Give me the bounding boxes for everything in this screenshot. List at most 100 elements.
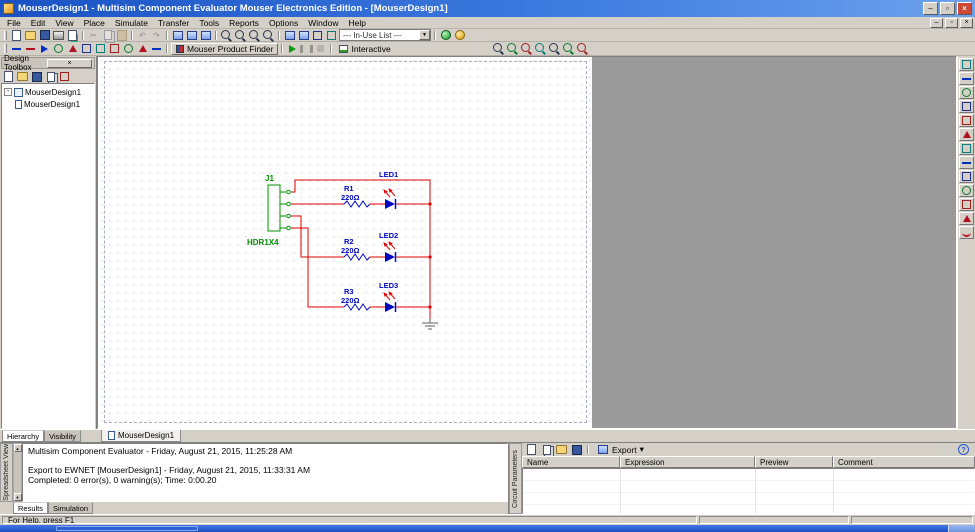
place-ttl-icon[interactable] (80, 43, 93, 55)
parameters-grid[interactable] (522, 468, 975, 514)
led3-label[interactable]: LED3 (379, 281, 398, 290)
new-file-icon[interactable] (10, 29, 23, 41)
print-icon[interactable] (52, 29, 65, 41)
probe-settings-icon[interactable] (576, 43, 589, 55)
r2-ref-label[interactable]: R2 (344, 237, 354, 246)
menu-place[interactable]: Place (79, 17, 110, 29)
export-button[interactable]: Export ▾ (593, 444, 647, 456)
instrument-four-channel-oscilloscope-icon[interactable] (959, 114, 974, 127)
cut-icon[interactable]: ✂ (87, 29, 100, 41)
probe-power-icon[interactable] (520, 43, 533, 55)
led1-label[interactable]: LED1 (379, 170, 398, 179)
tab-visibility[interactable]: Visibility (44, 430, 81, 442)
undo-icon[interactable]: ↶ (136, 29, 149, 41)
instrument-frequency-counter-icon[interactable] (959, 142, 974, 155)
toolbox-save-icon[interactable] (30, 71, 43, 83)
resistor-r2[interactable]: R2 220Ω (341, 237, 370, 260)
scroll-down-icon[interactable]: ▼ (14, 493, 22, 501)
tab-results[interactable]: Results (13, 502, 48, 514)
place-basic-icon[interactable] (24, 43, 37, 55)
scroll-up-icon[interactable]: ▲ (14, 444, 22, 452)
probe-ac-icon[interactable] (562, 43, 575, 55)
circuit-parameters-tab[interactable]: Circuit Parameters (509, 443, 522, 514)
place-diode-icon[interactable] (38, 43, 51, 55)
log-scrollbar[interactable]: ▲ ▼ (13, 443, 22, 502)
r1-ref-label[interactable]: R1 (344, 184, 354, 193)
help-topics-icon[interactable] (439, 29, 452, 41)
toggle-design-toolbox-icon[interactable] (171, 29, 184, 41)
save-parameters-icon[interactable] (570, 444, 583, 456)
menu-view[interactable]: View (50, 17, 78, 29)
wire-top-rail[interactable] (291, 180, 430, 319)
instrument-wattmeter-icon[interactable] (959, 86, 974, 99)
import-parameters-icon[interactable] (555, 444, 568, 456)
minimize-button[interactable]: – (923, 2, 938, 15)
menu-transfer[interactable]: Transfer (153, 17, 194, 29)
toggle-spreadsheet-view-icon[interactable] (185, 29, 198, 41)
menu-tools[interactable]: Tools (194, 17, 224, 29)
resistor-r1[interactable]: R1 220Ω (341, 184, 370, 207)
pause-simulation-icon[interactable] (300, 43, 313, 55)
menu-window[interactable]: Window (303, 17, 343, 29)
wire-branch-3[interactable] (291, 228, 430, 307)
taskbar-app-button[interactable] (56, 526, 198, 531)
place-cmos-icon[interactable] (94, 43, 107, 55)
design-toolbox-close-icon[interactable]: × (47, 59, 92, 68)
instrument-logic-converter-icon[interactable] (959, 184, 974, 197)
zoom-fit-icon[interactable] (262, 29, 275, 41)
led2-label[interactable]: LED2 (379, 231, 398, 240)
toolbox-new-icon[interactable] (2, 71, 15, 83)
wire-branch-2[interactable] (291, 216, 430, 257)
component-wizard-icon[interactable] (453, 29, 466, 41)
open-file-icon[interactable] (24, 29, 37, 41)
place-misc-digital-icon[interactable] (108, 43, 121, 55)
place-mixed-icon[interactable] (122, 43, 135, 55)
place-indicator-icon[interactable] (136, 43, 149, 55)
r3-value-label[interactable]: 220Ω (341, 296, 360, 305)
interactive-analysis-button[interactable]: Interactive (335, 44, 394, 54)
toolbox-copy-icon[interactable] (44, 71, 57, 83)
place-connector-icon[interactable] (150, 43, 163, 55)
place-transistor-icon[interactable] (52, 43, 65, 55)
redo-icon[interactable]: ↷ (150, 29, 163, 41)
combo-dropdown-icon[interactable]: ▼ (419, 30, 430, 40)
show-border-icon[interactable] (297, 29, 310, 41)
column-name[interactable]: Name (522, 456, 620, 468)
zoom-out-icon[interactable] (234, 29, 247, 41)
mouser-product-finder-button[interactable]: Mouser Product Finder (171, 43, 278, 55)
tab-hierarchy[interactable]: Hierarchy (2, 430, 44, 442)
spreadsheet-view-tab[interactable]: Spreadsheet View (0, 443, 13, 502)
toolbox-close-project-icon[interactable] (58, 71, 71, 83)
export-dropdown-icon[interactable]: ▾ (640, 444, 644, 455)
instrument-function-generator-icon[interactable] (959, 72, 974, 85)
connector-j1[interactable]: J1 HDR1X4 (247, 174, 290, 247)
add-parameter-icon[interactable] (525, 444, 538, 456)
zoom-in-icon[interactable] (220, 29, 233, 41)
paste-icon[interactable] (115, 29, 128, 41)
postprocessor-icon[interactable] (325, 29, 338, 41)
probe-current-icon[interactable] (506, 43, 519, 55)
menu-file[interactable]: File (2, 17, 26, 29)
instrument-logic-analyzer-icon[interactable] (959, 170, 974, 183)
restore-button[interactable]: ▫ (940, 2, 955, 15)
r3-ref-label[interactable]: R3 (344, 287, 354, 296)
duplicate-parameter-icon[interactable] (540, 444, 553, 456)
instrument-spectrum-analyzer-icon[interactable] (959, 212, 974, 225)
j1-part-label[interactable]: HDR1X4 (247, 238, 279, 247)
doc-close-button[interactable]: × (960, 18, 973, 28)
tree-sheet-row[interactable]: MouserDesign1 (15, 98, 92, 110)
menu-simulate[interactable]: Simulate (110, 17, 153, 29)
menu-help[interactable]: Help (343, 17, 370, 29)
instrument-multimeter-icon[interactable] (959, 58, 974, 71)
in-use-list-combobox[interactable]: --- In-Use List --- ▼ (339, 29, 431, 41)
probe-voltage-icon[interactable] (492, 43, 505, 55)
led1[interactable]: LED1 (379, 170, 398, 209)
save-icon[interactable] (38, 29, 51, 41)
toolbar-grip[interactable] (4, 44, 7, 53)
column-expression[interactable]: Expression (620, 456, 755, 468)
help-icon[interactable]: ? (958, 444, 969, 455)
place-source-icon[interactable] (10, 43, 23, 55)
toolbox-open-icon[interactable] (16, 71, 29, 83)
column-comment[interactable]: Comment (833, 456, 975, 468)
show-grid-icon[interactable] (283, 29, 296, 41)
